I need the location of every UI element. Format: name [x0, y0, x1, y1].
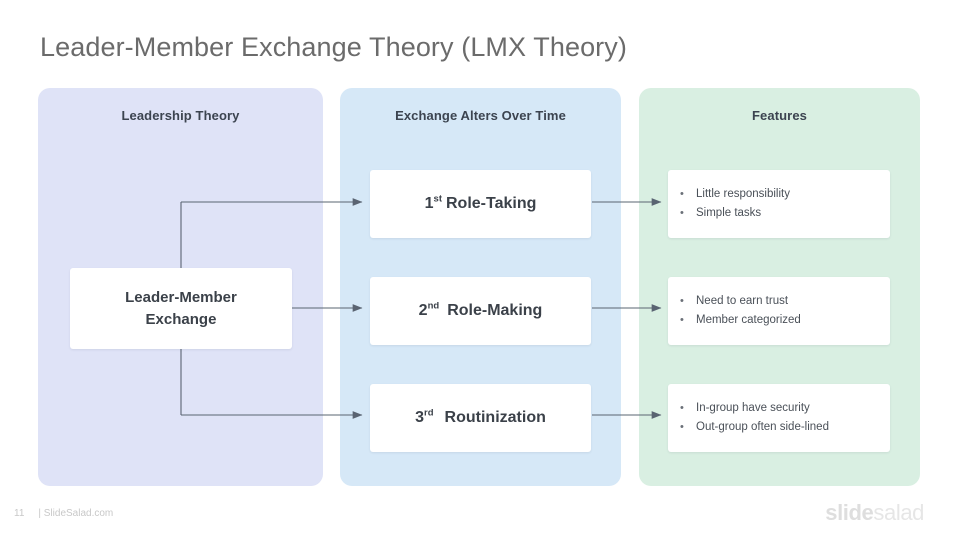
card-leader-member-exchange[interactable]: Leader-Member Exchange — [70, 268, 292, 349]
stage-2-text: 2nd Role-Making — [418, 300, 543, 320]
stage-1-ordinal: 1 — [424, 195, 434, 212]
feature-2-bullet-2: • Member categorized — [680, 311, 890, 330]
bullet-dot-icon: • — [680, 207, 684, 219]
anchor-line-1: Leader-Member — [125, 289, 237, 307]
anchor-card-text: Leader-Member Exchange — [125, 287, 237, 330]
feature-1-bullet-2: • Simple tasks — [680, 204, 890, 223]
card-stage-2[interactable]: 2nd Role-Making — [370, 277, 591, 345]
column-header-features: Features — [752, 108, 807, 123]
feature-3-bullet-2-text: Out-group often side-lined — [696, 421, 829, 433]
bullet-dot-icon: • — [680, 421, 684, 433]
feature-1-bullet-1-text: Little responsibility — [696, 188, 790, 201]
stage-2-ordinal-suffix: nd — [427, 300, 440, 312]
brand-logo: slidesalad — [825, 500, 924, 526]
page-title: Leader-Member Exchange Theory (LMX Theor… — [40, 32, 627, 62]
brand-logo-first: slide — [825, 500, 874, 525]
bullet-dot-icon: • — [680, 188, 684, 201]
feature-3-bullet-1-text: In-group have security — [696, 402, 810, 415]
feature-2-bullet-2-text: Member categorized — [696, 314, 801, 326]
card-feature-2[interactable]: • Need to earn trust • Member categorize… — [668, 277, 890, 345]
brand-logo-second: salad — [873, 500, 924, 525]
feature-3-bullet-1: • In-group have security — [680, 399, 890, 418]
stage-2-ordinal: 2 — [418, 302, 428, 319]
bullet-dot-icon: • — [680, 402, 684, 415]
footer: 11 | SlideSalad.com — [14, 508, 113, 519]
footer-source: | SlideSalad.com — [38, 508, 114, 519]
bullet-dot-icon: • — [680, 314, 684, 326]
card-feature-1[interactable]: • Little responsibility • Simple tasks — [668, 170, 890, 238]
card-feature-3[interactable]: • In-group have security • Out-group oft… — [668, 384, 890, 452]
bullet-dot-icon: • — [680, 295, 684, 308]
column-header-exchange-alters-over-time: Exchange Alters Over Time — [395, 108, 566, 123]
column-header-leadership-theory: Leadership Theory — [121, 108, 240, 123]
feature-2-bullet-1-text: Need to earn trust — [696, 295, 789, 308]
feature-1-bullet-1: • Little responsibility — [680, 185, 890, 204]
feature-3-bullet-2: • Out-group often side-lined — [680, 418, 890, 437]
stage-3-ordinal-suffix: rd — [424, 407, 434, 419]
stage-3-text: 3rd Routinization — [415, 407, 546, 427]
feature-1-bullet-2-text: Simple tasks — [696, 207, 762, 219]
card-stage-3[interactable]: 3rd Routinization — [370, 384, 591, 452]
stage-1-label: Role-Taking — [445, 195, 537, 212]
stage-2-label: Role-Making — [447, 302, 543, 319]
stage-3-ordinal: 3 — [415, 409, 425, 426]
stage-1-ordinal-suffix: st — [433, 193, 442, 205]
feature-2-bullet-1: • Need to earn trust — [680, 292, 890, 311]
stage-3-label: Routinization — [444, 409, 546, 426]
anchor-line-2: Exchange — [145, 310, 217, 328]
page-number: 11 — [14, 508, 25, 519]
